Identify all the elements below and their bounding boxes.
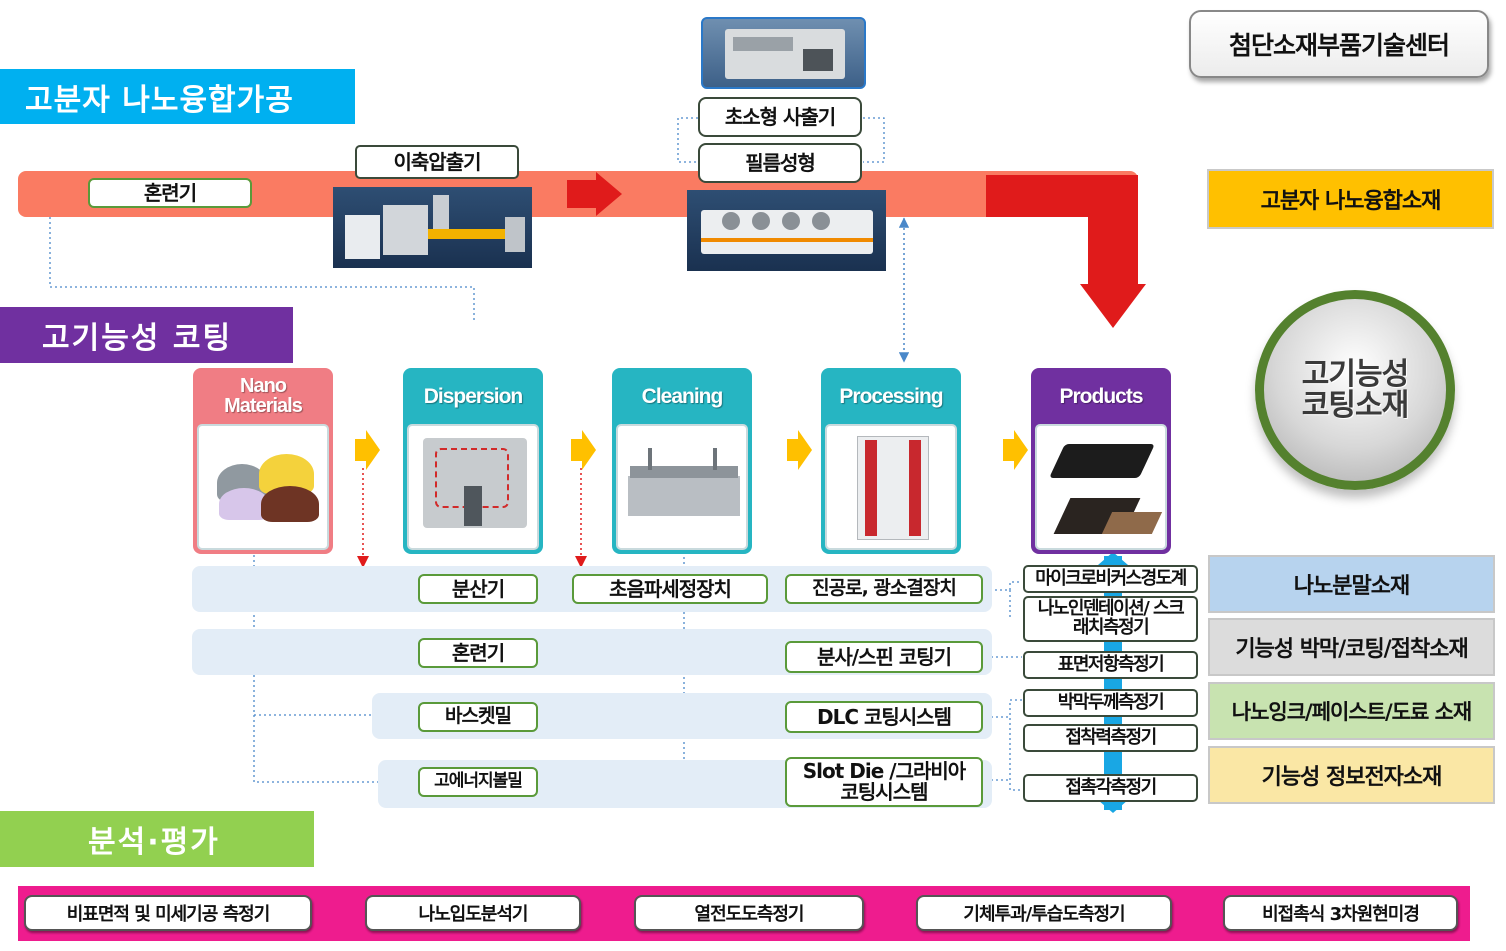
big-down-arrow-head (1080, 284, 1146, 328)
analysis-item-label: 비접촉식 3차원현미경 (1262, 904, 1420, 925)
nano-powder-image (197, 424, 329, 550)
gold-arrow-3-head (798, 430, 812, 470)
gold-arrow-3 (787, 439, 799, 461)
coating-materials-circle: 고기능성 코팅소재 (1255, 290, 1455, 490)
stage-cleaning: Cleaning (612, 368, 752, 554)
measurement-3: 표면저항측정기 (1023, 651, 1198, 679)
stage-header: Products (1059, 384, 1143, 408)
measurement-2: 나노인덴테이션/ 스크래치측정기 (1023, 596, 1198, 642)
stage-processing: Processing (821, 368, 961, 554)
analysis-item-1: 비표면적 및 미세기공 측정기 (24, 895, 312, 931)
twin-extruder-label: 이축압출기 (393, 149, 482, 174)
stage-header: Cleaning (641, 384, 724, 408)
stage-header: Dispersion (423, 384, 524, 408)
red-right-arrow-head (596, 172, 622, 216)
high-energy-mill-label: 고에너지볼밀 (434, 771, 523, 792)
measurement-1: 마이크로비커스경도계 (1023, 565, 1198, 593)
measurement-label: 마이크로비커스경도계 (1035, 567, 1187, 589)
gold-arrow-4 (1003, 439, 1015, 461)
analysis-item-label: 나노입도분석기 (418, 904, 529, 925)
micro-injection-pill: 초소형 사출기 (698, 97, 862, 137)
high-energy-mill-pill: 고에너지볼밀 (418, 767, 538, 797)
measurement-label: 접착력측정기 (1065, 726, 1157, 748)
stage-products: Products (1031, 368, 1171, 554)
material-box-3: 나노잉크/페이스트/도료 소재 (1208, 682, 1495, 740)
stage-header: Processing (839, 384, 943, 408)
section-coating-title: 고기능성 코팅 (42, 321, 233, 356)
measurement-label: 박막두께측정기 (1057, 691, 1165, 713)
section-analysis-band: 분석·평가 (0, 811, 314, 867)
big-down-arrow-shaft (1088, 175, 1138, 285)
basket-mill-label: 바스켓밀 (445, 705, 512, 728)
slot-die-label: Slot Die /그라비아 코팅시스템 (802, 759, 966, 804)
polymer-output-label: 고분자 나노융합소재 (1260, 189, 1442, 214)
gold-arrow-2 (571, 439, 583, 461)
gold-arrow-1 (355, 439, 367, 461)
analysis-item-4: 기체투과/투습도측정기 (916, 895, 1172, 931)
material-box-1: 나노분말소재 (1208, 555, 1495, 613)
gold-arrow-1-head (366, 430, 380, 470)
stage-header: Nano Materials (224, 375, 303, 417)
section-polymer-band: 고분자 나노융합가공 (0, 69, 355, 124)
analysis-item-label: 비표면적 및 미세기공 측정기 (66, 904, 271, 925)
disperser-pill: 분산기 (418, 574, 538, 604)
measurement-label: 표면저항측정기 (1057, 653, 1165, 675)
film-forming-label: 필름성형 (745, 150, 816, 175)
twin-extruder-pill: 이축압출기 (355, 145, 519, 179)
measurement-4: 박막두께측정기 (1023, 689, 1198, 717)
section-polymer-title: 고분자 나노융합가공 (25, 82, 294, 118)
film-forming-pill: 필름성형 (698, 143, 862, 183)
basket-mill-pill: 바스켓밀 (418, 702, 538, 732)
disperser-image (407, 424, 539, 550)
analysis-item-3: 열전도도측정기 (634, 895, 864, 931)
analysis-item-5: 비접촉식 3차원현미경 (1223, 895, 1458, 931)
material-label: 기능성 박막/코팅/접착소재 (1235, 637, 1468, 662)
products-image (1035, 424, 1167, 550)
injection-machine-image (701, 17, 866, 89)
analysis-item-label: 기체투과/투습도측정기 (963, 904, 1125, 925)
stage-nano-materials: Nano Materials (193, 368, 333, 554)
analysis-item-label: 열전도도측정기 (694, 904, 805, 925)
red-right-arrow (567, 180, 597, 208)
spray-spin-pill: 분사/스핀 코팅기 (785, 641, 983, 673)
center-label: 첨단소재부품기술센터 (1228, 31, 1450, 60)
vacuum-furnace-label: 진공로, 광소결장치 (812, 577, 957, 600)
material-label: 나노잉크/페이스트/도료 소재 (1231, 700, 1472, 724)
measurement-5: 접착력측정기 (1023, 724, 1198, 752)
slot-die-pill: Slot Die /그라비아 코팅시스템 (785, 757, 983, 807)
material-label: 기능성 정보전자소재 (1261, 765, 1443, 790)
micro-injection-label: 초소형 사출기 (724, 104, 836, 129)
disperser-label: 분산기 (451, 576, 505, 601)
coating-materials-label: 고기능성 코팅소재 (1301, 356, 1409, 423)
polymer-output-box: 고분자 나노융합소재 (1207, 169, 1494, 229)
stage-dispersion: Dispersion (403, 368, 543, 554)
section-analysis-title: 분석·평가 (88, 825, 220, 860)
mixer-label: 혼련기 (143, 180, 197, 205)
gold-arrow-4-head (1014, 430, 1028, 470)
measurement-label: 나노인덴테이션/ 스크래치측정기 (1037, 598, 1185, 638)
dlc-label: DLC 코팅시스템 (817, 704, 952, 729)
ultrasonic-cleaner-pill: 초음파세정장치 (572, 574, 768, 604)
measurement-label: 접촉각측정기 (1065, 776, 1157, 798)
material-label: 나노분말소재 (1293, 574, 1410, 599)
vacuum-furnace-image (825, 424, 957, 550)
material-box-4: 기능성 정보전자소재 (1208, 746, 1495, 804)
center-label-box: 첨단소재부품기술센터 (1189, 10, 1489, 78)
spray-spin-label: 분사/스핀 코팅기 (816, 644, 952, 669)
mixer2-label: 혼련기 (451, 640, 505, 665)
film-line-image (687, 190, 886, 271)
measurement-6: 접촉각측정기 (1023, 774, 1198, 802)
section-coating-band: 고기능성 코팅 (0, 307, 293, 363)
gold-arrow-2-head (582, 430, 596, 470)
dlc-pill: DLC 코팅시스템 (785, 701, 983, 733)
analysis-item-2: 나노입도분석기 (365, 895, 581, 931)
mixer-pill: 혼련기 (88, 178, 252, 208)
material-box-2: 기능성 박막/코팅/접착소재 (1208, 618, 1495, 676)
vacuum-furnace-pill: 진공로, 광소결장치 (785, 574, 983, 604)
mixer2-pill: 혼련기 (418, 638, 538, 668)
twin-extruder-image (333, 187, 532, 268)
ultrasonic-cleaner-image (616, 424, 748, 550)
ultrasonic-cleaner-label: 초음파세정장치 (609, 576, 732, 601)
